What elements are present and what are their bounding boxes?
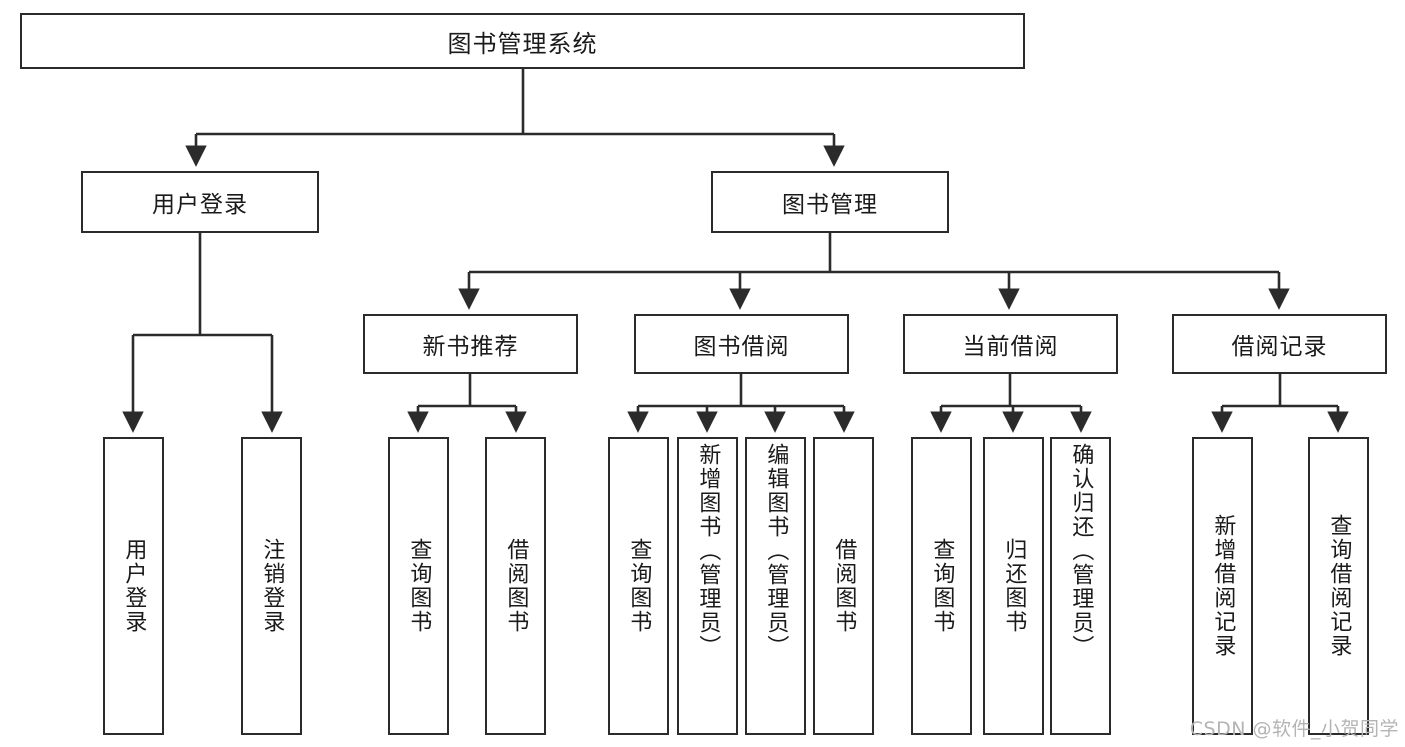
node-root[interactable]: 图书管理系统 (20, 13, 1025, 69)
node-leaf-confirm-return-admin[interactable]: 确认归还（管理员） (1050, 437, 1111, 735)
node-leaf-query-book-rec[interactable]: 查询图书 (388, 437, 449, 735)
node-leaf-query-book-brw[interactable]: 查询图书 (608, 437, 669, 735)
node-leaf-add-book-admin-label: 新增图书（管理员） (695, 443, 721, 659)
node-leaf-edit-book-admin-label: 编辑图书（管理员） (763, 443, 789, 659)
node-user-login[interactable]: 用户登录 (81, 171, 319, 233)
node-book-manage[interactable]: 图书管理 (711, 171, 949, 233)
node-current-borrow[interactable]: 当前借阅 (903, 314, 1118, 374)
node-borrow-record[interactable]: 借阅记录 (1172, 314, 1387, 374)
node-leaf-query-book-brw-label: 查询图书 (626, 538, 652, 634)
node-leaf-query-borrow-record-label: 查询借阅记录 (1326, 514, 1352, 658)
node-user-login-label: 用户登录 (152, 192, 248, 218)
node-leaf-return-book-label: 归还图书 (1001, 538, 1027, 634)
node-leaf-edit-book-admin[interactable]: 编辑图书（管理员） (745, 437, 806, 735)
watermark-text: CSDN @软件_小贺同学 (1189, 718, 1399, 740)
node-leaf-borrow-book-rec[interactable]: 借阅图书 (485, 437, 546, 735)
node-leaf-add-borrow-record-label: 新增借阅记录 (1210, 514, 1236, 658)
node-leaf-query-book-cur[interactable]: 查询图书 (911, 437, 972, 735)
node-leaf-add-book-admin[interactable]: 新增图书（管理员） (677, 437, 738, 735)
node-leaf-confirm-return-admin-label: 确认归还（管理员） (1068, 443, 1094, 659)
node-leaf-add-borrow-record[interactable]: 新增借阅记录 (1192, 437, 1253, 735)
node-leaf-borrow-book-brw-label: 借阅图书 (831, 538, 857, 634)
node-leaf-query-book-rec-label: 查询图书 (406, 538, 432, 634)
node-leaf-return-book[interactable]: 归还图书 (983, 437, 1044, 735)
node-leaf-user-logout[interactable]: 注销登录 (241, 437, 302, 735)
node-leaf-query-book-cur-label: 查询图书 (929, 538, 955, 634)
node-leaf-user-login-label: 用户登录 (121, 538, 147, 634)
node-new-book-rec-label: 新书推荐 (422, 334, 519, 360)
node-leaf-user-logout-label: 注销登录 (259, 538, 285, 634)
node-leaf-user-login[interactable]: 用户登录 (103, 437, 164, 735)
node-book-borrow[interactable]: 图书借阅 (634, 314, 849, 374)
node-leaf-borrow-book-brw[interactable]: 借阅图书 (813, 437, 874, 735)
node-leaf-query-borrow-record[interactable]: 查询借阅记录 (1308, 437, 1369, 735)
node-borrow-record-label: 借阅记录 (1231, 334, 1328, 360)
node-root-label: 图书管理系统 (447, 29, 598, 58)
node-book-borrow-label: 图书借阅 (693, 334, 790, 360)
node-new-book-rec[interactable]: 新书推荐 (363, 314, 578, 374)
node-leaf-borrow-book-rec-label: 借阅图书 (503, 538, 529, 634)
node-current-borrow-label: 当前借阅 (962, 334, 1059, 360)
node-book-manage-label: 图书管理 (782, 192, 878, 218)
